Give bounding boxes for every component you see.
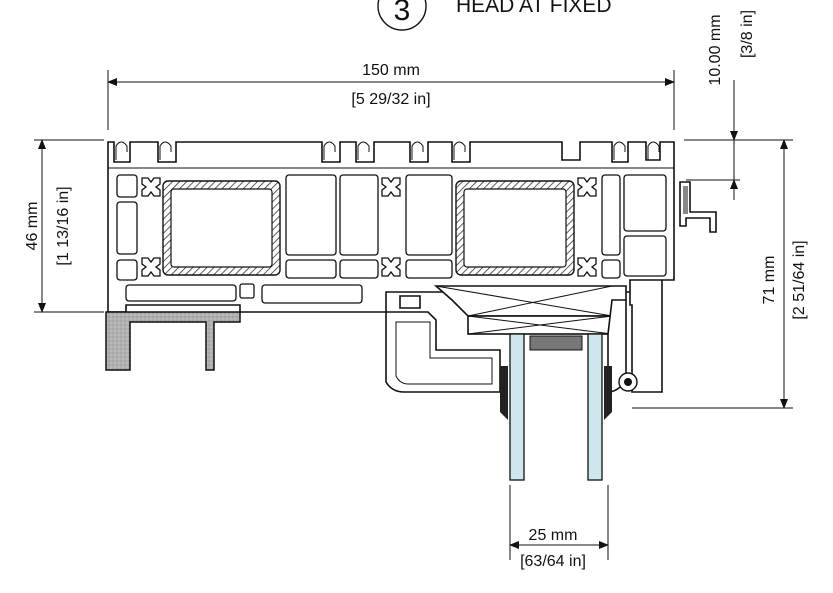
overall-width-metric: 150 mm <box>362 62 420 79</box>
overall-width-dimension: 150 mm [5 29/32 in] <box>107 62 675 130</box>
detail-title: 3 HEAD AT FIXED <box>377 0 612 31</box>
total-height-metric: 71 mm <box>761 256 778 305</box>
right-sash-leg <box>607 299 638 393</box>
steel-reinforcement-left <box>162 180 281 276</box>
offset-dimension: 10.00 mm [3/8 in] <box>684 10 793 200</box>
glass-pane-outer <box>587 333 603 481</box>
top-snap-hooks <box>115 141 660 160</box>
glazing-bead <box>385 295 501 393</box>
detail-number-circle <box>377 0 427 31</box>
glass-pane-inner <box>509 333 525 481</box>
frame-height-imperial: [1 13/16 in] <box>55 186 72 265</box>
offset-metric: 10.00 mm <box>707 14 724 85</box>
detail-number: 3 <box>394 0 411 27</box>
exterior-trim-clip <box>679 181 717 233</box>
overall-width-imperial: [5 29/32 in] <box>351 91 430 108</box>
detail-title-text: HEAD AT FIXED <box>456 0 612 17</box>
total-height-dimension: 71 mm [2 51/64 in] <box>632 139 808 409</box>
frame-profile <box>107 141 675 393</box>
steel-reinforcement-right <box>455 180 575 276</box>
total-height-imperial: [2 51/64 in] <box>791 240 808 319</box>
frame-height-dimension: 46 mm [1 13/16 in] <box>24 139 104 313</box>
glazing-width-dimension: 25 mm [63/64 in] <box>509 485 609 570</box>
aluminium-head-trim <box>105 311 241 371</box>
spacer-bar <box>529 335 583 351</box>
frame-height-metric: 46 mm <box>24 202 41 251</box>
offset-imperial: [3/8 in] <box>739 10 756 58</box>
sash-insert <box>433 285 627 335</box>
glazing-width-metric: 25 mm <box>529 527 578 544</box>
insulated-glass-unit <box>500 333 612 481</box>
glazing-width-imperial: [63/64 in] <box>520 553 586 570</box>
